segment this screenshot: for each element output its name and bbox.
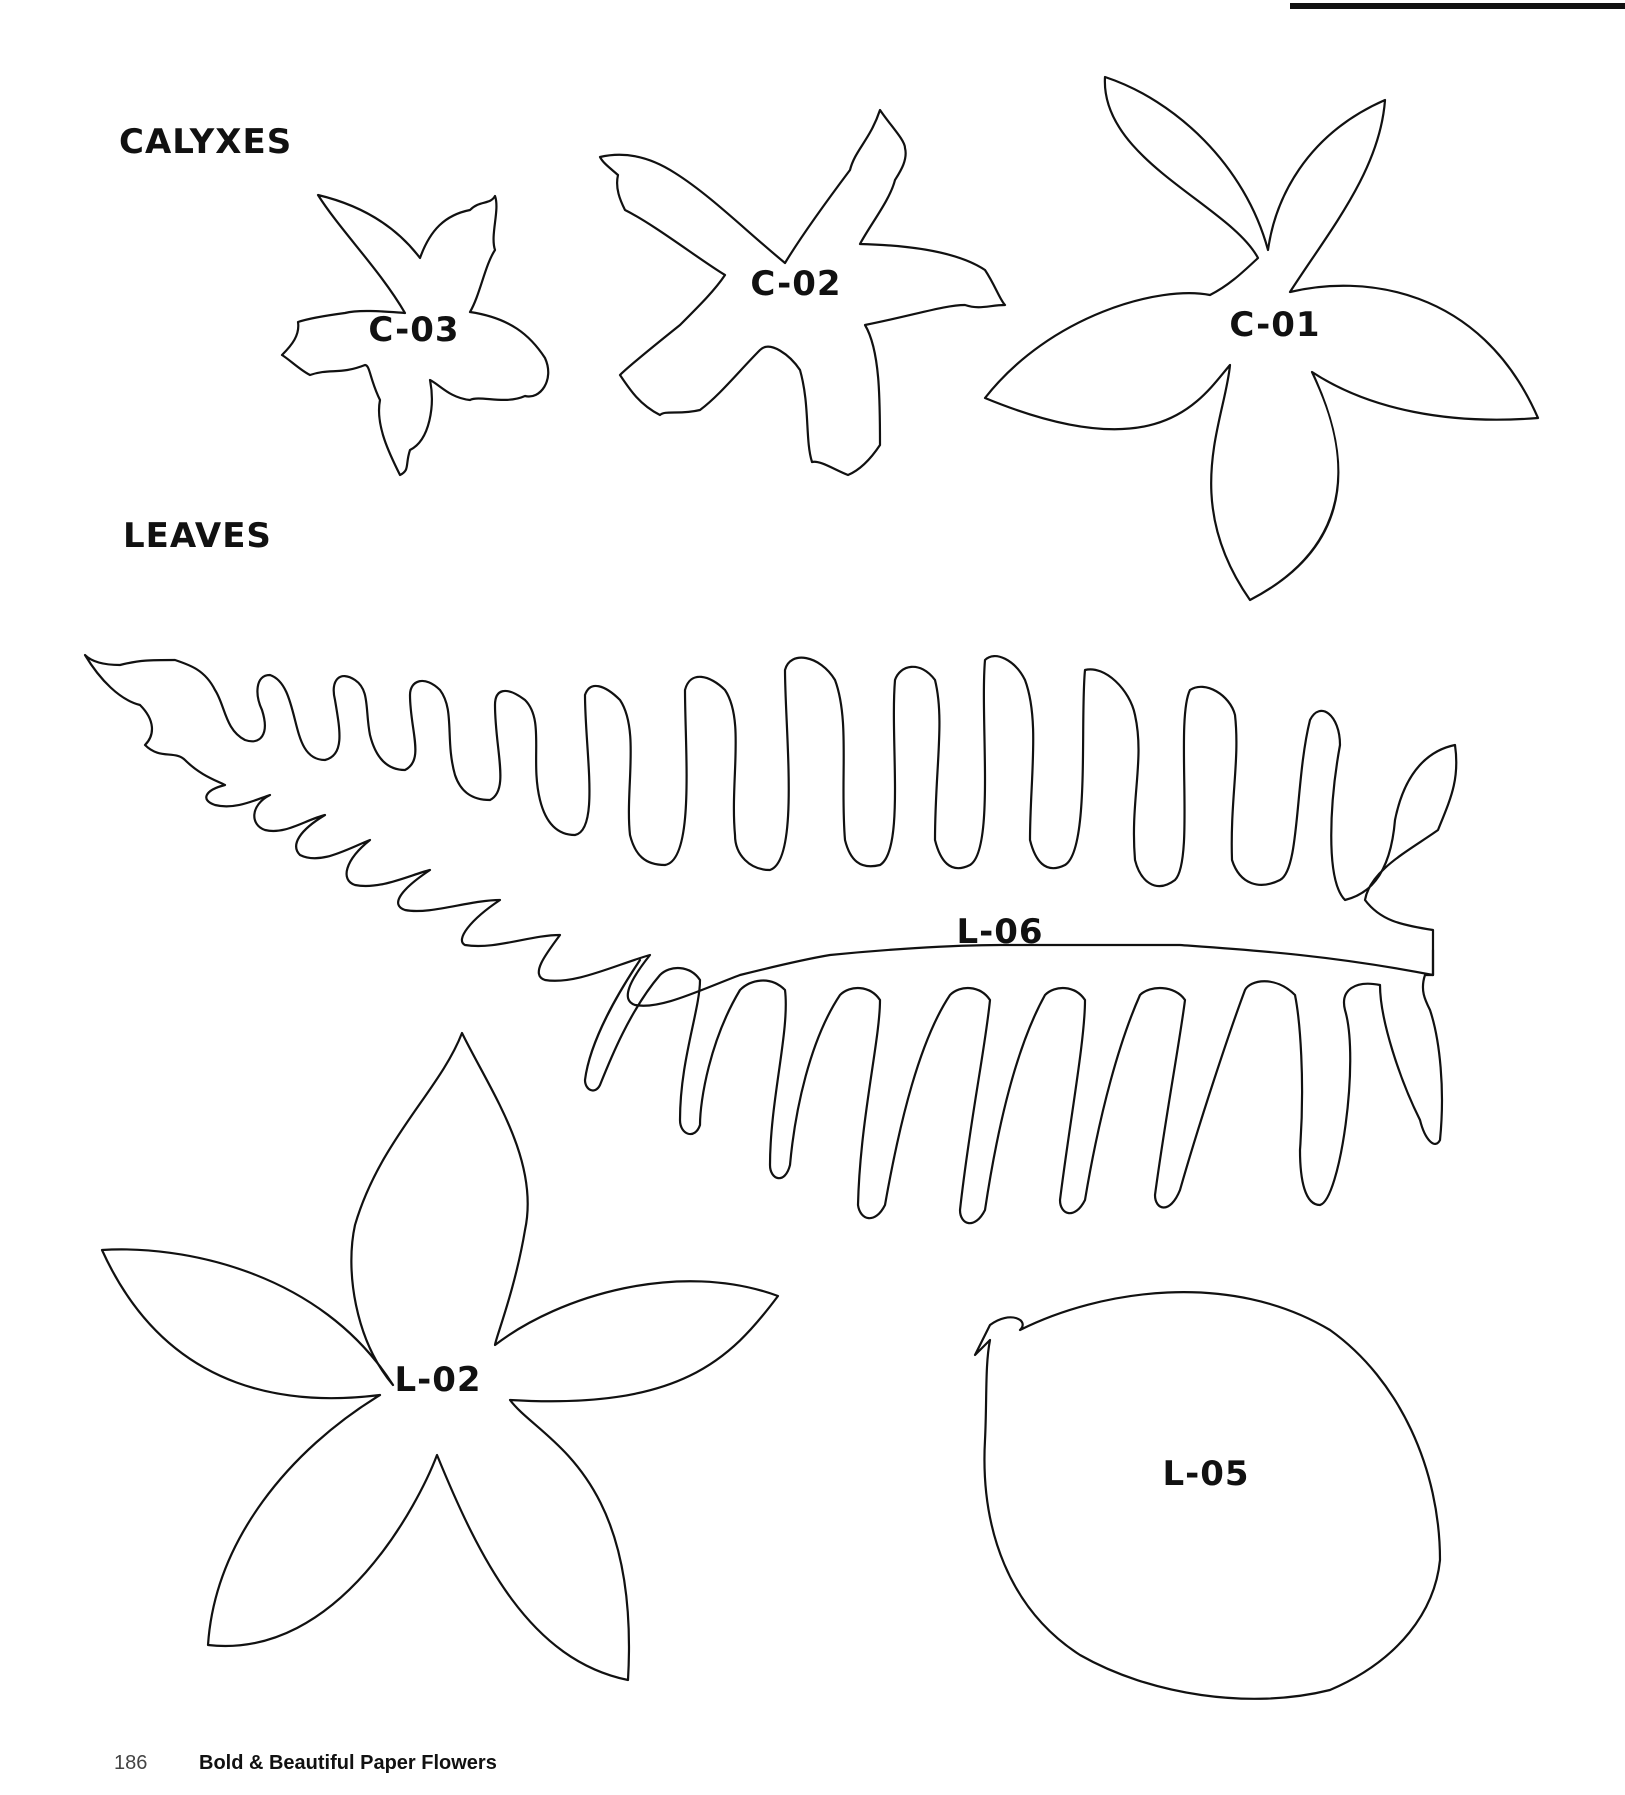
section-heading-leaves: LEAVES (123, 516, 272, 556)
star-calyx-shape (598, 108, 1007, 477)
book-title: Bold & Beautiful Paper Flowers (199, 1752, 497, 1774)
template-label-l-05: L-05 (1162, 1454, 1250, 1494)
fern-leaf-shape (83, 653, 1458, 1007)
template-label-c-02: C-02 (750, 264, 842, 304)
page-number: 186 (114, 1752, 148, 1774)
template-label-c-03: C-03 (368, 310, 460, 350)
section-heading-calyxes: CALYXES (119, 122, 293, 162)
five-petal-calyx-shape (983, 75, 1540, 602)
scalloped-calyx-shape (280, 193, 550, 477)
top-rule (1290, 3, 1625, 9)
template-label-c-01: C-01 (1229, 305, 1321, 345)
oval-leaf-shape (973, 1291, 1442, 1700)
template-label-l-06: L-06 (956, 912, 1044, 952)
fern-leaf-lower-pinnae (583, 948, 1444, 1225)
five-point-leaf-shape (100, 1031, 780, 1682)
template-label-l-02: L-02 (394, 1360, 482, 1400)
